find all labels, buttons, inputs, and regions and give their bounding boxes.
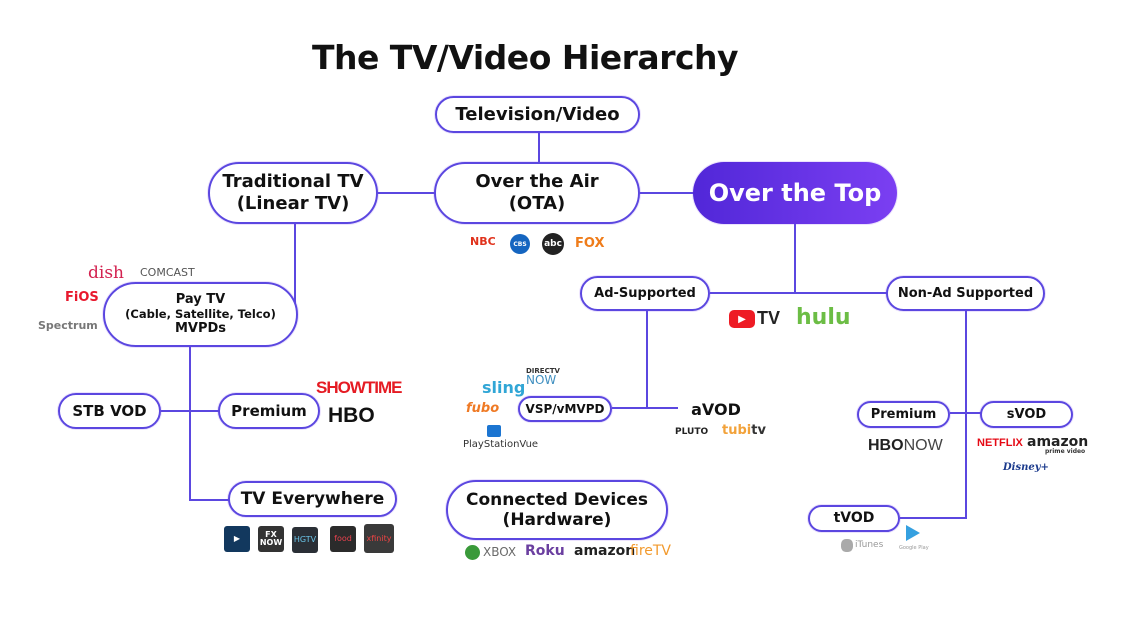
connector: [538, 133, 540, 163]
connector: [189, 499, 229, 501]
node-television-video: Television/Video: [435, 96, 640, 133]
fubo-logo: fubo: [466, 401, 500, 416]
youtube-icon: ▶: [729, 310, 755, 328]
node-tvod: tVOD: [808, 505, 900, 532]
itunes-logo: iTunes: [855, 540, 884, 550]
xbox-logo: XBOX: [483, 545, 517, 559]
node-stb-vod: STB VOD: [58, 393, 161, 429]
fox-logo: FOX: [575, 236, 605, 251]
node-traditional-tv: Traditional TV(Linear TV): [208, 162, 378, 224]
connector: [294, 224, 296, 316]
node-label: tVOD: [833, 510, 875, 527]
connector: [900, 517, 967, 519]
node-label: Pay TV: [175, 292, 226, 307]
connector: [646, 311, 648, 409]
node-tv-everywhere: TV Everywhere: [228, 481, 397, 517]
now-text: NOW: [903, 437, 943, 454]
node-label: (Hardware): [502, 510, 612, 530]
node-ad-supported: Ad-Supported: [580, 276, 710, 311]
playstation-vue-logo: PlayStationVue: [463, 439, 539, 450]
roku-logo: Roku: [525, 543, 565, 559]
node-avod: aVOD: [691, 400, 741, 419]
google-play-icon: [906, 525, 920, 541]
node-label: (OTA): [508, 193, 566, 214]
node-label: Non-Ad Supported: [897, 285, 1034, 301]
node-label: (Linear TV): [236, 193, 350, 214]
connector: [161, 410, 219, 412]
hbo-logo: HBO: [328, 404, 375, 427]
connector: [640, 192, 694, 194]
connector: [189, 347, 191, 501]
pluto-logo: PLUTO: [675, 427, 709, 437]
play-app-icon: ▶: [224, 526, 250, 552]
directv-now-logo: NOW: [526, 373, 557, 387]
node-label: Television/Video: [455, 103, 620, 125]
tubi-tv-text: tv: [751, 423, 766, 438]
hbo-now-logo: HBONOW: [868, 437, 943, 455]
amazon-prime-logo: amazon: [1027, 434, 1089, 450]
netflix-logo: NETFLIX: [977, 437, 1023, 449]
tubi-logo: tubitv: [722, 423, 766, 438]
connector: [950, 412, 981, 414]
node-label: Over the Top: [708, 178, 882, 207]
amazon-logo: amazon: [574, 543, 636, 559]
node-label: Connected Devices: [466, 489, 648, 510]
youtube-tv-logo: TV: [757, 308, 781, 328]
node-vsp-vmvpd: VSP/vMVPD: [518, 396, 612, 422]
node-label: Traditional TV: [222, 171, 364, 193]
node-label: VSP/vMVPD: [525, 401, 605, 416]
node-label: Ad-Supported: [594, 285, 696, 301]
node-premium-right: Premium: [857, 401, 950, 428]
node-connected-devices: Connected Devices(Hardware): [446, 480, 668, 540]
comcast-logo: COMCAST: [140, 266, 195, 279]
node-label: Premium: [231, 402, 307, 420]
hulu-logo: hulu: [796, 305, 851, 330]
connector: [794, 224, 796, 293]
connector: [965, 311, 967, 519]
diagram-title: The TV/Video Hierarchy: [311, 38, 739, 77]
directv-logo: DIRECTV: [526, 367, 560, 375]
fios-logo: FiOS: [65, 290, 99, 305]
firetv-logo: fireTV: [630, 543, 672, 559]
node-premium-left: Premium: [218, 393, 320, 429]
hbo-text: HBO: [868, 437, 904, 454]
xbox-icon: [465, 545, 480, 560]
connector: [612, 407, 678, 409]
node-label: Over the Air: [475, 171, 599, 193]
cbs-logo: CBS: [510, 234, 530, 254]
node-label: (Cable, Satellite, Telco): [125, 306, 276, 321]
xfinity-icon: xfinity: [364, 524, 394, 553]
node-over-the-air: Over the Air(OTA): [434, 162, 640, 224]
playstation-icon: [487, 425, 501, 437]
node-label: STB VOD: [72, 402, 147, 420]
prime-video-text: prime video: [1045, 448, 1086, 455]
fx-now-icon: FX NOW: [258, 526, 284, 552]
apple-icon: [841, 539, 853, 552]
abc-logo: abc: [542, 233, 564, 255]
hgtv-icon: HGTV: [292, 527, 318, 553]
node-label: MVPDs: [174, 321, 227, 337]
disney-plus-logo: Disney+: [1003, 462, 1049, 473]
tubi-text: tubi: [722, 423, 752, 438]
connector: [378, 192, 435, 194]
nbc-logo: NBC: [470, 235, 496, 248]
google-play-logo: Google Play: [899, 545, 929, 551]
dish-logo: dish: [88, 263, 124, 283]
node-label: TV Everywhere: [240, 488, 385, 509]
node-non-ad-supported: Non-Ad Supported: [886, 276, 1045, 311]
connector: [710, 292, 887, 294]
food-network-icon: food: [330, 526, 356, 552]
spectrum-logo: Spectrum: [38, 319, 98, 332]
node-label: Premium: [870, 406, 937, 422]
node-svod: sVOD: [980, 401, 1073, 428]
node-pay-tv: Pay TV(Cable, Satellite, Telco)MVPDs: [103, 282, 298, 347]
sling-logo: sling: [482, 378, 526, 397]
showtime-logo: SHOWTIME: [316, 378, 402, 397]
node-label: sVOD: [1006, 406, 1047, 422]
node-over-the-top: Over the Top: [693, 162, 897, 224]
